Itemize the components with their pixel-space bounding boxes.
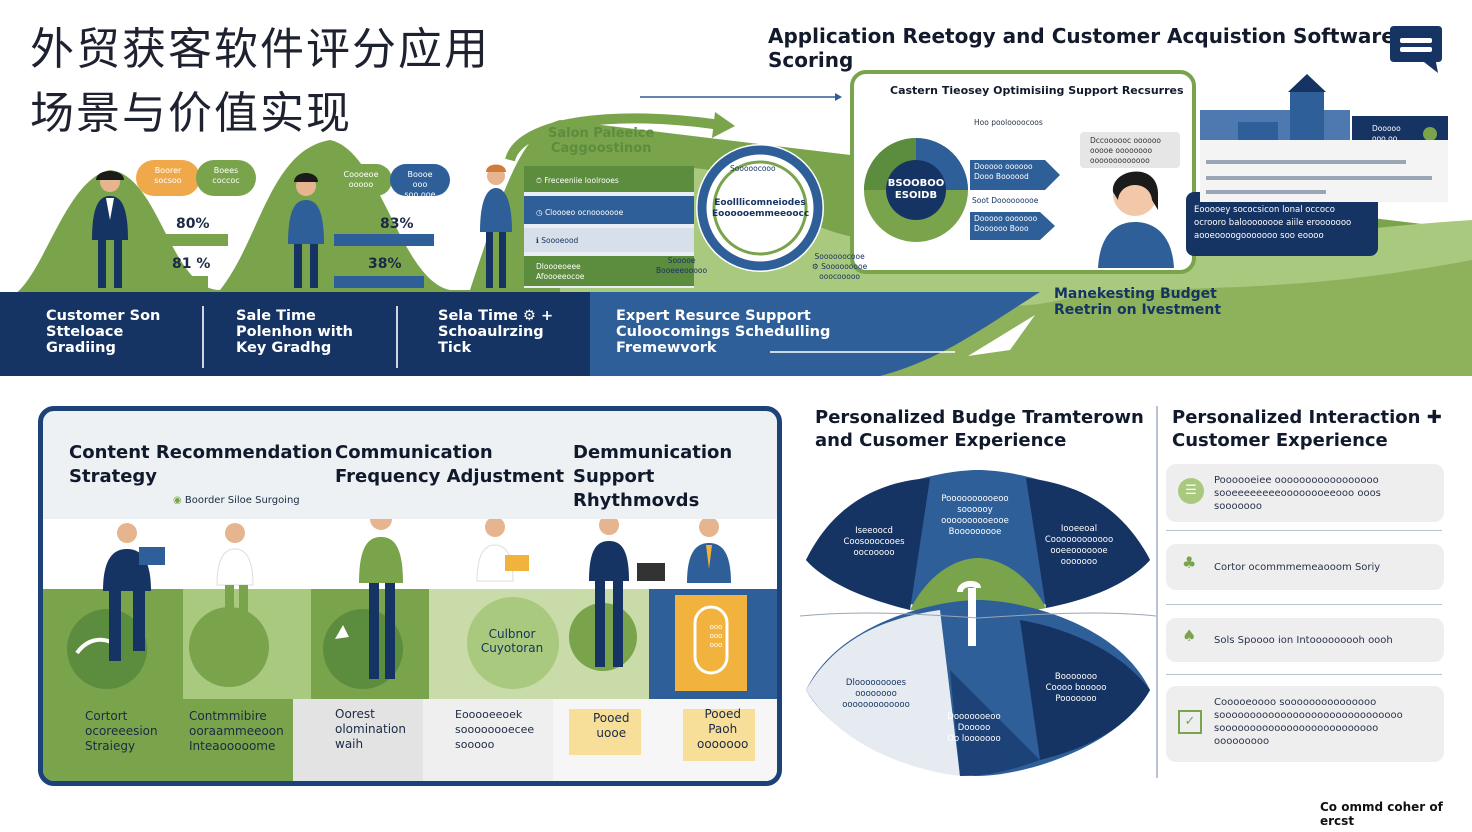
- list-icon: ☰: [1178, 478, 1204, 504]
- leaf-icon: ◉: [173, 495, 182, 506]
- stat-value-2b: 38%: [368, 256, 402, 272]
- interaction-card-4[interactable]: ✓ Cooooeoooo sooooooooooooooo sooooooooo…: [1166, 686, 1444, 762]
- support-card-title: Castern Tieosey Optimisiing Support Recs…: [890, 84, 1184, 97]
- support-arrow-1: Dooooo oooooo Dooo Boooood: [974, 162, 1033, 181]
- page-title-cn: 外贸获客软件评分应用 场景与价值实现: [30, 18, 490, 146]
- sales-item-1: ⏱ Freceeniie loolrooes: [536, 176, 619, 185]
- pie-bottom-right: Booooooo Coooo booooo Pooooooo: [1045, 672, 1107, 704]
- interaction-card-1-text: Poooooeiee ooooooooooooooooo sooeeeeeeee…: [1214, 475, 1381, 512]
- sales-box-title: Salon Paleeice Caggoostinon: [548, 126, 655, 156]
- card-divider-3: [1166, 674, 1442, 675]
- interaction-card-2[interactable]: ♣ Cortor ocommmemeaooom Soriy: [1166, 544, 1444, 590]
- band-label-3: Sela Time ⚙ + Schoaulrzing Tick: [438, 308, 554, 356]
- panel-cell-3: Oorest olomination waih: [335, 707, 406, 751]
- band-divider-2: [396, 306, 398, 368]
- stat-bubble-blue: Boooe ooo soo ooe: [390, 164, 450, 199]
- panel-tag: ◉ Boorder Siloe Surgoing: [173, 495, 300, 506]
- section-interaction-title: Personalized Interaction ✚ Customer Expe…: [1172, 407, 1442, 451]
- stat-value-2a: 83%: [380, 216, 414, 232]
- panel-circle-label: Culbnor Cuyotoran: [480, 627, 544, 655]
- mini-card-text: Dooooo ooo oo: [1372, 124, 1401, 143]
- stat-bubble-green: Boees coccoc: [196, 160, 256, 196]
- pie-bottom-left: Dlooooooooes oooooooo ooooooooooooo: [842, 678, 910, 710]
- column-head-support: Demmunication Support Rhythmovds: [573, 442, 733, 511]
- panel-cell-4: Eooooeeoek soooooooecee sooooo: [455, 708, 535, 751]
- circle-ring-text: Sooooocooo: [730, 164, 776, 173]
- sales-item-2: ◷ Cloooeo ocnooooooe: [536, 208, 624, 217]
- chat-bubble-icon[interactable]: [1388, 22, 1444, 74]
- panel-cell-5: Pooed uooe: [593, 711, 630, 740]
- band-label-4: Expert Resurce Support Culoocomings Sche…: [616, 308, 831, 356]
- section-budget-title: Personalized Budge Tramterown and Cusome…: [815, 407, 1144, 451]
- panel-cell-6: Pooed Paoh ooooooo: [697, 707, 749, 751]
- panel-cell-1: Cortort ocoreeesion Straiegy: [85, 709, 158, 753]
- pie-top-left: Iseeoocd Coosooocooes oocooooo: [843, 526, 905, 558]
- column-head-communication: Communication Frequency Adjustment: [335, 442, 565, 487]
- support-arrow-2: Soot Dooooooooe: [972, 196, 1039, 205]
- budget-leaf-diagram: [800, 470, 1156, 776]
- band-divider-1: [202, 306, 204, 368]
- card-divider-1: [1166, 530, 1442, 531]
- sprout-icon: ♠: [1182, 626, 1197, 645]
- column-head-content: Content Recommendation Strategy: [69, 442, 333, 487]
- roi-note: Eooooey sococsicon lonal occoco ocrooro …: [1194, 205, 1352, 241]
- title-line-1: 外贸获客软件评分应用: [30, 24, 490, 75]
- pie-top-center: Poooooooooeoo soooooy oooooooooeooe Booo…: [941, 494, 1009, 537]
- panel-cell-2: Contmmibire ooraammeeoon Inteaooooome: [189, 709, 284, 753]
- card-divider-2: [1166, 604, 1442, 605]
- stat-bubble-green-2: Coooeoe ooooo: [330, 164, 392, 196]
- band-label-1: Customer Son Stteloace Gradiing: [46, 308, 161, 356]
- under-circle-1: Sooooe Booeeeooooo: [656, 256, 708, 275]
- roi-label: Manekesting Budget Reetrin on Ivestment: [1054, 286, 1222, 318]
- stat-value-1b: 81 %: [172, 256, 211, 272]
- section-divider: [1156, 406, 1158, 778]
- sales-item-4: Dloooeoeee Afoooeeocoe: [536, 262, 585, 281]
- footer-note: Co ommd coher of ercst: [1320, 800, 1443, 828]
- strategy-panel: Content Recommendation Strategy Communic…: [38, 406, 782, 786]
- interaction-card-4-text: Cooooeoooo sooooooooooooooo sooooooooooo…: [1214, 697, 1403, 747]
- support-card-subtitle: Hoo pooloooocoos: [974, 118, 1043, 127]
- interaction-card-3[interactable]: ♠ Sols Spoooo ion Intooooooooh oooh: [1166, 618, 1444, 662]
- page-title-en: Application Reetogy and Customer Acquist…: [768, 24, 1395, 72]
- speech-grey-text: Dccoooooc oooooo ooooe oooooooo oooooooo…: [1090, 136, 1162, 165]
- stat-value-1a: 80%: [176, 216, 210, 232]
- stat-bubble-orange: Boorer socsoo: [136, 160, 200, 196]
- band-label-2: Sale Time Polenhon with Key Gradhg: [236, 308, 353, 356]
- pie-top-right: Iooeeoal Coooooooooooo ooeeooooooe ooooo…: [1044, 524, 1114, 567]
- donut-center-text: BSOOBOO ESOIDB: [887, 178, 945, 201]
- support-arrow-3: Dooooo ooooooo Doooooo Booo: [974, 214, 1038, 233]
- panel-badge-text: ooo ooo ooo: [709, 623, 723, 649]
- panel-scene: [43, 519, 777, 781]
- interaction-card-2-text: Cortor ocommmemeaooom Soriy: [1214, 562, 1381, 573]
- interaction-card-1[interactable]: ☰ Poooooeiee ooooooooooooooooo sooeeeeee…: [1166, 464, 1444, 522]
- interaction-card-3-text: Sols Spoooo ion Intooooooooh oooh: [1214, 635, 1393, 646]
- plant-icon: ♣: [1182, 553, 1197, 572]
- circle-center-text: Eoolllicomneiodes Eoooooemmeeoocc: [712, 198, 810, 219]
- under-circle-2: Soooooocooe ⚙ Sooooooooe ooocooooo: [812, 252, 868, 281]
- title-line-2: 场景与价值实现: [30, 88, 352, 139]
- pie-bottom-center: Dooooooeoo Dooooo Oo looooooo: [947, 712, 1001, 744]
- sales-item-3: ℹ Soooeood: [536, 236, 579, 245]
- checklist-icon: ✓: [1178, 710, 1202, 734]
